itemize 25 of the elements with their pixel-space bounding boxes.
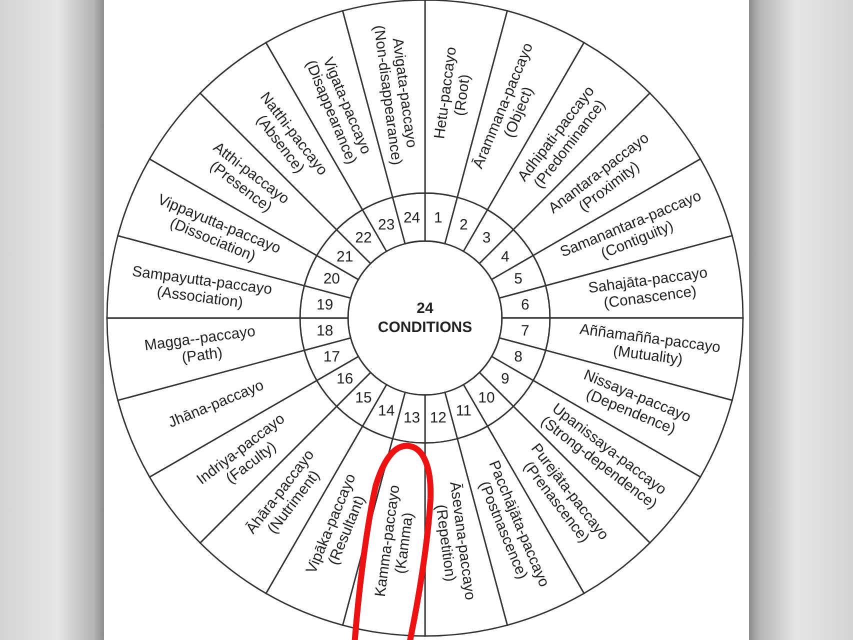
condition-number: 7 bbox=[520, 322, 530, 340]
condition-number: 4 bbox=[500, 248, 510, 265]
condition-number: 14 bbox=[378, 402, 395, 420]
condition-number: 18 bbox=[316, 322, 334, 340]
condition-number: 2 bbox=[459, 216, 468, 234]
condition-number: 16 bbox=[336, 370, 354, 388]
condition-number: 10 bbox=[478, 390, 495, 407]
condition-number: 22 bbox=[355, 229, 372, 246]
condition-number: 23 bbox=[378, 216, 395, 234]
condition-number: 11 bbox=[456, 402, 472, 420]
condition-number: 12 bbox=[430, 410, 447, 427]
condition-number: 21 bbox=[336, 248, 354, 265]
condition-number: 5 bbox=[514, 270, 522, 288]
condition-number: 20 bbox=[323, 270, 340, 288]
condition-number: 6 bbox=[520, 296, 530, 314]
center-title: 24 CONDITIONS bbox=[378, 299, 472, 337]
condition-number: 17 bbox=[323, 348, 340, 366]
condition-number: 24 bbox=[403, 209, 420, 226]
condition-number: 19 bbox=[316, 296, 334, 314]
condition-number: 3 bbox=[482, 229, 491, 246]
condition-number: 1 bbox=[434, 209, 442, 226]
condition-number: 15 bbox=[355, 390, 372, 407]
condition-number: 13 bbox=[403, 410, 420, 427]
condition-number: 8 bbox=[514, 348, 522, 366]
condition-number: 9 bbox=[500, 370, 510, 388]
